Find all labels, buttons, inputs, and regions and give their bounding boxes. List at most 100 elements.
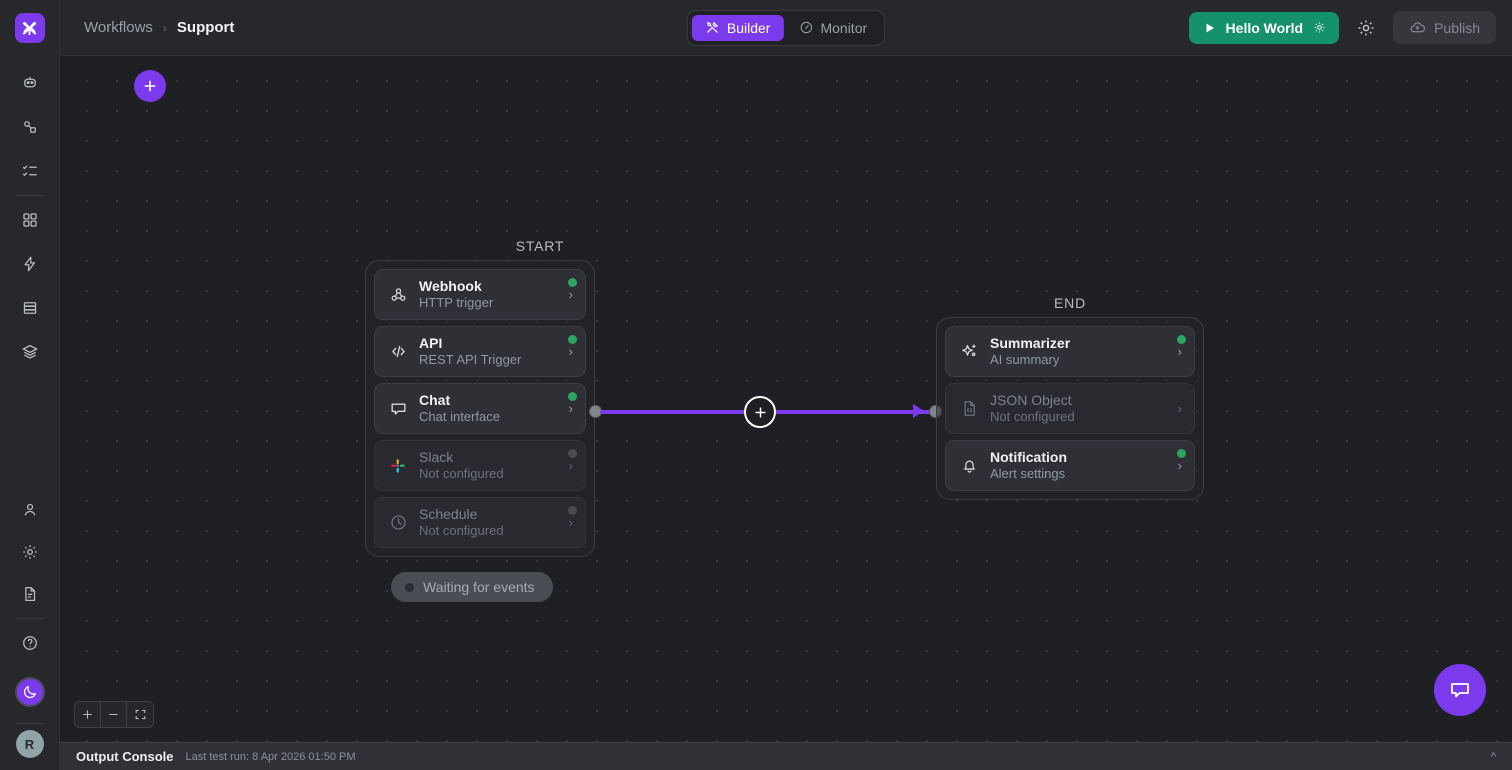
node-chat-text: Chat Chat interface — [419, 392, 555, 425]
status-badge — [1177, 335, 1186, 344]
node-title: Chat — [419, 392, 451, 409]
checklist-icon — [22, 165, 37, 177]
sidebar-item-docs[interactable] — [12, 576, 48, 612]
chevron-right-icon: › — [568, 344, 573, 359]
chat-icon — [387, 399, 409, 418]
gear-icon — [22, 545, 37, 559]
node-summarizer-text: Summarizer AI summary — [990, 335, 1164, 368]
sidebar-item-knowledge[interactable] — [12, 334, 48, 370]
node-subtitle: Not configured — [419, 523, 504, 539]
left-sidebar: R — [0, 0, 60, 770]
node-slack[interactable]: Slack Not configured › — [374, 440, 586, 491]
start-group-label: START — [515, 238, 565, 254]
cloud-upload-icon — [1410, 22, 1426, 33]
start-group: Webhook HTTP trigger › API REST API Tri — [365, 260, 595, 557]
tab-monitor-label: Monitor — [820, 19, 868, 36]
settings-button[interactable] — [1351, 13, 1381, 43]
chevron-up-icon[interactable]: ^ — [1490, 750, 1496, 763]
chevron-right-icon: › — [568, 515, 573, 530]
zoom-out-button[interactable] — [101, 702, 127, 727]
node-title: Slack — [419, 449, 454, 466]
console-last-run: Last test run: 8 Apr 2026 01:50 PM — [185, 750, 356, 763]
node-subtitle: REST API Trigger — [419, 352, 522, 368]
status-badge — [568, 449, 577, 458]
gauge-icon — [800, 21, 812, 34]
chevron-right-icon: › — [568, 401, 573, 416]
publish-button[interactable]: Publish — [1393, 11, 1496, 44]
avatar[interactable]: R — [15, 730, 44, 758]
chat-fab-button[interactable] — [1434, 664, 1486, 716]
node-chat[interactable]: Chat Chat interface › — [374, 383, 586, 434]
breadcrumb-separator: › — [162, 20, 167, 35]
node-notification[interactable]: Notification Alert settings › — [945, 440, 1195, 491]
chevron-right-icon: › — [568, 458, 573, 473]
status-pill: Waiting for events — [391, 572, 553, 602]
sidebar-item-workflows[interactable] — [12, 109, 48, 145]
moon-icon — [23, 686, 36, 699]
node-schedule[interactable]: Schedule Not configured › — [374, 497, 586, 548]
slack-icon — [387, 457, 409, 475]
run-button-label: Hello World — [1225, 19, 1304, 36]
tab-monitor[interactable]: Monitor — [785, 15, 880, 41]
fit-view-icon — [135, 709, 145, 720]
edge-arrow-icon — [913, 404, 924, 418]
breadcrumb-root[interactable]: Workflows — [84, 19, 153, 36]
console-title: Output Console — [76, 749, 174, 764]
sidebar-item-apps[interactable] — [12, 202, 48, 238]
chat-bubble-icon — [1451, 683, 1469, 698]
gear-icon[interactable] — [1312, 20, 1327, 35]
status-pill-label: Waiting for events — [423, 579, 535, 595]
play-icon — [1206, 23, 1214, 32]
page-title: Support — [176, 19, 235, 36]
bolt-icon — [23, 256, 35, 272]
end-group: Summarizer AI summary › JSON Object — [936, 317, 1204, 500]
node-json-text: JSON Object Not configured — [990, 392, 1164, 425]
node-title: Notification — [990, 449, 1067, 466]
node-api[interactable]: API REST API Trigger › — [374, 326, 586, 377]
nodes-icon — [23, 121, 36, 133]
database-icon — [23, 302, 36, 314]
bot-icon — [23, 77, 36, 88]
node-subtitle: Chat interface — [419, 409, 500, 425]
sidebar-item-actions[interactable] — [12, 246, 48, 282]
node-slack-text: Slack Not configured — [419, 449, 555, 482]
node-api-text: API REST API Trigger — [419, 335, 555, 368]
node-summarizer[interactable]: Summarizer AI summary › — [945, 326, 1195, 377]
zoom-in-button[interactable] — [75, 702, 101, 727]
edge-add-node-button[interactable] — [744, 396, 776, 428]
tools-icon — [706, 21, 719, 33]
sidebar-item-data[interactable] — [12, 290, 48, 326]
app-logo[interactable] — [14, 13, 45, 43]
sidebar-item-tasks[interactable] — [12, 153, 48, 189]
user-icon — [24, 503, 35, 516]
canvas-add-button[interactable] — [134, 70, 166, 102]
workflow-canvas[interactable]: START Webhook HTTP trigger › — [60, 56, 1512, 742]
output-console-bar[interactable]: Output Console Last test run: 8 Apr 2026… — [60, 742, 1512, 770]
sidebar-item-help[interactable] — [12, 625, 48, 661]
sidebar-item-settings[interactable] — [12, 534, 48, 570]
sparkle-icon — [958, 342, 980, 361]
sidebar-item-agents[interactable] — [12, 65, 48, 101]
tab-builder[interactable]: Builder — [691, 14, 784, 41]
node-subtitle: HTTP trigger — [419, 295, 494, 311]
status-badge — [1177, 449, 1186, 458]
node-title: API — [419, 335, 443, 352]
fit-view-button[interactable] — [127, 702, 153, 727]
node-subtitle: Not configured — [419, 466, 504, 482]
status-badge — [1177, 392, 1186, 401]
node-title: Webhook — [419, 278, 482, 295]
webhook-icon — [387, 285, 409, 304]
end-group-label: END — [1054, 295, 1086, 311]
theme-toggle[interactable] — [14, 677, 45, 707]
sidebar-item-account[interactable] — [12, 492, 48, 528]
publish-button-label: Publish — [1434, 19, 1480, 36]
chevron-right-icon: › — [1177, 401, 1182, 416]
run-button[interactable]: Hello World — [1188, 11, 1340, 44]
status-badge — [568, 278, 577, 287]
node-json-object[interactable]: JSON Object Not configured › — [945, 383, 1195, 434]
node-webhook[interactable]: Webhook HTTP trigger › — [374, 269, 586, 320]
top-bar: Workflows › Support Builder Monitor — [60, 0, 1512, 56]
chevron-right-icon: › — [1177, 344, 1182, 359]
help-icon — [22, 636, 37, 650]
clock-icon — [387, 513, 409, 532]
